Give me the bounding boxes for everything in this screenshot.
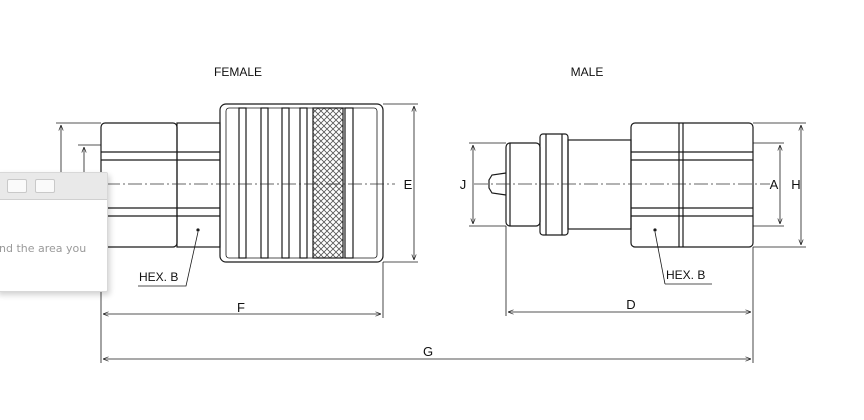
popup-button[interactable] (35, 179, 55, 193)
male-nose (505, 142, 541, 227)
popup-message: nd the area you (0, 242, 87, 255)
hex-leader-left (138, 231, 199, 287)
label-g: G (423, 344, 433, 359)
female-neck (176, 122, 221, 248)
female-sleeve (219, 103, 384, 263)
label-hex-left: HEX. B (139, 270, 178, 284)
male-hex-marker (653, 228, 657, 232)
male-hex-body (630, 122, 754, 248)
female-hex-marker (196, 228, 200, 232)
label-e: E (404, 177, 413, 192)
label-f: F (237, 300, 245, 315)
female-hex-body (100, 122, 178, 248)
male-body (567, 139, 632, 230)
label-d: D (626, 297, 635, 312)
label-h-right: H (791, 177, 800, 192)
label-a-right: A (770, 177, 779, 192)
label-hex-right: HEX. B (666, 268, 705, 282)
female-title: FEMALE (214, 65, 262, 79)
popup-button[interactable] (7, 179, 27, 193)
poppet-tip (488, 172, 507, 196)
male-collar (539, 133, 569, 236)
male-nipple (488, 122, 754, 248)
popup-titlebar (0, 173, 107, 200)
knurled-grip (312, 107, 344, 259)
male-title: MALE (571, 65, 604, 79)
female-coupling (100, 103, 384, 263)
overlay-popup[interactable]: nd the area you (0, 172, 108, 292)
label-j: J (460, 177, 467, 192)
hex-leader-right (654, 231, 666, 285)
